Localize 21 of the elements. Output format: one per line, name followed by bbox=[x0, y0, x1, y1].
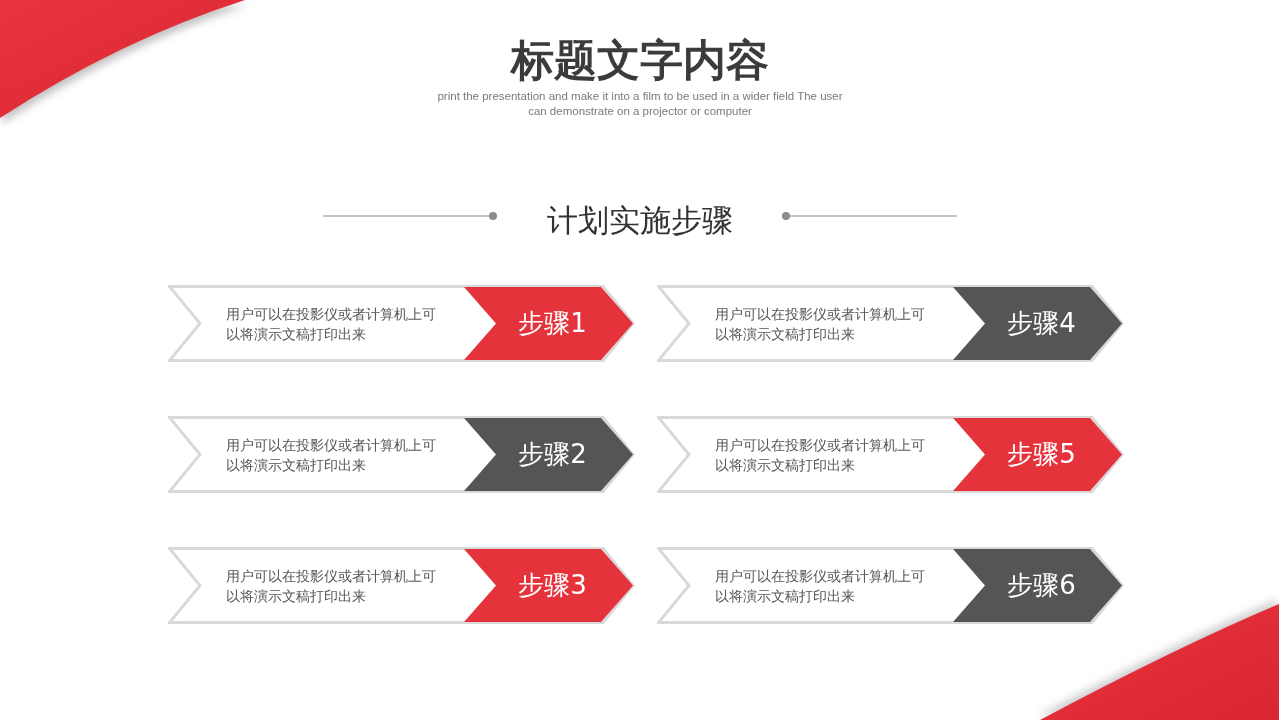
step-chevron: 步骤2 bbox=[464, 418, 633, 491]
description-text: 用户可以在投影仪或者计算机上可以将演示文稿打印出来 bbox=[226, 435, 437, 475]
step-chevron: 步骤6 bbox=[953, 549, 1122, 622]
description-text: 用户可以在投影仪或者计算机上可以将演示文稿打印出来 bbox=[226, 566, 437, 606]
title: 标题文字内容 bbox=[509, 34, 770, 87]
description-text: 用户可以在投影仪或者计算机上可以将演示文稿打印出来 bbox=[715, 435, 926, 475]
chevron-card bbox=[657, 285, 1124, 362]
chevron-card bbox=[168, 285, 635, 362]
section-heading: 计划实施步骤 bbox=[546, 201, 734, 240]
description-text: 用户可以在投影仪或者计算机上可以将演示文稿打印出来 bbox=[226, 304, 437, 344]
chevron-card bbox=[657, 547, 1124, 624]
step-chevron: 步骤3 bbox=[464, 549, 633, 622]
step-chevron: 步骤1 bbox=[464, 287, 633, 360]
description-text: 用户可以在投影仪或者计算机上可以将演示文稿打印出来 bbox=[715, 566, 926, 606]
description-text: 用户可以在投影仪或者计算机上可以将演示文稿打印出来 bbox=[715, 304, 926, 344]
chevron-card bbox=[168, 416, 635, 493]
subtitle: print the presentation and make it into a film to be used in a wider field The user can demonstrate on a projector or computer bbox=[436, 89, 844, 119]
step-chevron: 步骤4 bbox=[953, 287, 1122, 360]
chevron-card bbox=[168, 547, 635, 624]
chevron-card bbox=[657, 416, 1124, 493]
step-chevron: 步骤5 bbox=[953, 418, 1122, 491]
